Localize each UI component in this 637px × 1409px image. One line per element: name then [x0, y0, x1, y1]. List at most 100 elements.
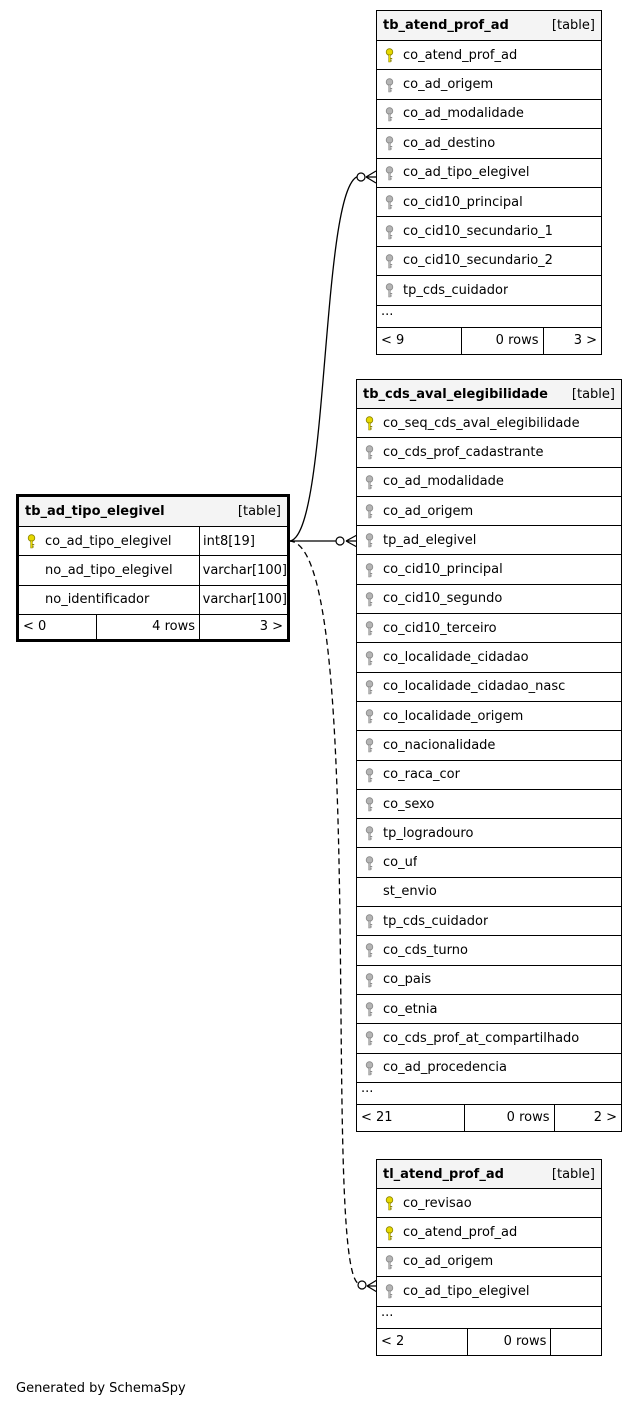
more-columns-ellipsis[interactable]: ...	[357, 1082, 621, 1105]
column-name: co_ad_tipo_elegivel	[45, 533, 172, 549]
column-row[interactable]: co_cid10_secundario_1	[377, 217, 601, 247]
foreign-key-icon	[363, 533, 377, 548]
table-name: tb_cds_aval_elegibilidade	[363, 386, 548, 402]
column-row[interactable]: co_ad_tipo_elegivel	[377, 159, 601, 188]
column-row[interactable]: co_cid10_segundo	[357, 585, 621, 615]
column-row[interactable]: co_localidade_cidadao_nasc	[357, 673, 621, 702]
column-name: co_cds_prof_cadastrante	[383, 444, 544, 460]
column-name: tp_ad_elegivel	[383, 532, 477, 548]
row-count: 0 rows	[468, 1328, 552, 1355]
foreign-key-icon	[363, 826, 377, 841]
column-row[interactable]: co_ad_destino	[377, 129, 601, 159]
column-row[interactable]: tp_cds_cuidador	[357, 907, 621, 937]
more-columns-ellipsis[interactable]: ...	[377, 305, 601, 328]
column-row[interactable]: co_ad_procedencia	[357, 1054, 621, 1083]
parents-count[interactable]: < 9	[377, 327, 463, 354]
column-row[interactable]: co_ad_origem	[357, 497, 621, 527]
column-row[interactable]: co_cds_turno	[357, 936, 621, 966]
column-name: tp_cds_cuidador	[383, 913, 489, 929]
column-name: co_cid10_terceiro	[383, 620, 497, 636]
column-name: co_pais	[383, 972, 432, 988]
column-row[interactable]: co_ad_origem	[377, 70, 601, 100]
parents-count[interactable]: < 2	[377, 1328, 469, 1355]
column-row[interactable]: co_revisao	[377, 1189, 601, 1219]
children-count[interactable]	[551, 1329, 601, 1355]
primary-key-icon	[383, 48, 397, 63]
primary-key-icon	[383, 1196, 397, 1211]
foreign-key-icon	[363, 973, 377, 988]
column-row[interactable]: co_nacionalidade	[357, 731, 621, 761]
column-row[interactable]: tp_ad_elegivel	[357, 526, 621, 556]
column-row[interactable]: co_uf	[357, 848, 621, 878]
foreign-key-icon	[363, 914, 377, 929]
column-row[interactable]: co_sexo	[357, 790, 621, 820]
foreign-key-icon	[363, 650, 377, 665]
column-name: co_cid10_segundo	[383, 591, 503, 607]
column-row[interactable]: co_cid10_secundario_2	[377, 247, 601, 277]
column-name: co_ad_procedencia	[383, 1060, 507, 1076]
column-name: co_sexo	[383, 796, 435, 812]
column-row[interactable]: co_cds_prof_cadastrante	[357, 438, 621, 468]
column-row[interactable]: co_cid10_terceiro	[357, 614, 621, 644]
column-name: co_ad_tipo_elegivel	[403, 1283, 530, 1299]
column-row[interactable]: co_localidade_cidadao	[357, 643, 621, 673]
column-name: co_cid10_principal	[403, 194, 523, 210]
column-row[interactable]: tp_logradouro	[357, 819, 621, 849]
column-row[interactable]: co_ad_modalidade	[377, 100, 601, 130]
column-row[interactable]: co_cid10_principal	[377, 188, 601, 218]
column-type: varchar[100]	[198, 585, 287, 614]
column-type: varchar[100]	[198, 556, 287, 585]
row-count: 0 rows	[465, 1104, 555, 1131]
foreign-key-icon	[363, 445, 377, 460]
column-name: co_cds_turno	[383, 942, 468, 958]
link-to-tl-atend-prof-ad	[288, 540, 361, 1285]
row-count: 0 rows	[462, 327, 544, 354]
children-count[interactable]: 2 >	[593, 1110, 618, 1126]
children-count[interactable]: 3 >	[573, 333, 597, 349]
foreign-key-icon	[363, 1031, 377, 1046]
link-to-tl-atend-prof-ad-optional-marker	[357, 1280, 367, 1290]
column-row[interactable]: co_seq_cds_aval_elegibilidade	[357, 409, 621, 439]
column-row[interactable]: co_atend_prof_ad	[377, 1218, 601, 1248]
table-tb-ad-tipo-elegivel[interactable]: tb_ad_tipo_elegivel[table]co_ad_tipo_ele…	[16, 494, 290, 642]
column-row[interactable]: co_ad_tipo_elegivel	[377, 1277, 601, 1307]
column-row[interactable]: co_localidade_origem	[357, 702, 621, 732]
more-columns-ellipsis[interactable]: ...	[377, 1306, 601, 1329]
foreign-key-icon	[383, 224, 397, 239]
table-header: tb_atend_prof_ad[table]	[377, 11, 601, 41]
foreign-key-icon	[383, 1255, 397, 1270]
parents-count[interactable]: < 21	[357, 1104, 466, 1131]
column-row[interactable]: tp_cds_cuidador	[377, 276, 601, 306]
column-row[interactable]: co_etnia	[357, 995, 621, 1025]
foreign-key-icon	[363, 680, 377, 695]
foreign-key-icon	[363, 709, 377, 724]
children-count[interactable]: 3 >	[259, 619, 283, 635]
column-name: tp_cds_cuidador	[403, 282, 509, 298]
column-name: co_localidade_origem	[383, 708, 524, 724]
link-to-tb-atend-prof-ad	[288, 175, 361, 542]
table-name: tb_atend_prof_ad	[383, 18, 509, 33]
column-row[interactable]: co_ad_origem	[377, 1248, 601, 1278]
column-row[interactable]: co_raca_cor	[357, 761, 621, 790]
link-to-tb-atend-prof-ad-crowsfoot	[365, 170, 377, 184]
column-row[interactable]: co_cds_prof_at_compartilhado	[357, 1024, 621, 1054]
column-row[interactable]: co_ad_modalidade	[357, 468, 621, 497]
column-row[interactable]: no_identificador varchar[100]	[19, 585, 287, 615]
table-tb-cds-aval-elegibilidade[interactable]: tb_cds_aval_elegibilidade[table]co_seq_c…	[356, 379, 622, 1132]
column-row[interactable]: st_envio	[357, 878, 621, 908]
foreign-key-icon	[383, 1284, 397, 1299]
column-name: co_uf	[383, 855, 418, 871]
column-row[interactable]: co_cid10_principal	[357, 555, 621, 585]
column-name: no_identificador	[45, 592, 150, 608]
foreign-key-icon	[363, 855, 377, 870]
column-name: co_etnia	[383, 1001, 438, 1017]
column-row[interactable]: co_pais	[357, 966, 621, 995]
column-row[interactable]: co_atend_prof_ad	[377, 41, 601, 71]
parents-count[interactable]: < 0	[19, 614, 97, 639]
